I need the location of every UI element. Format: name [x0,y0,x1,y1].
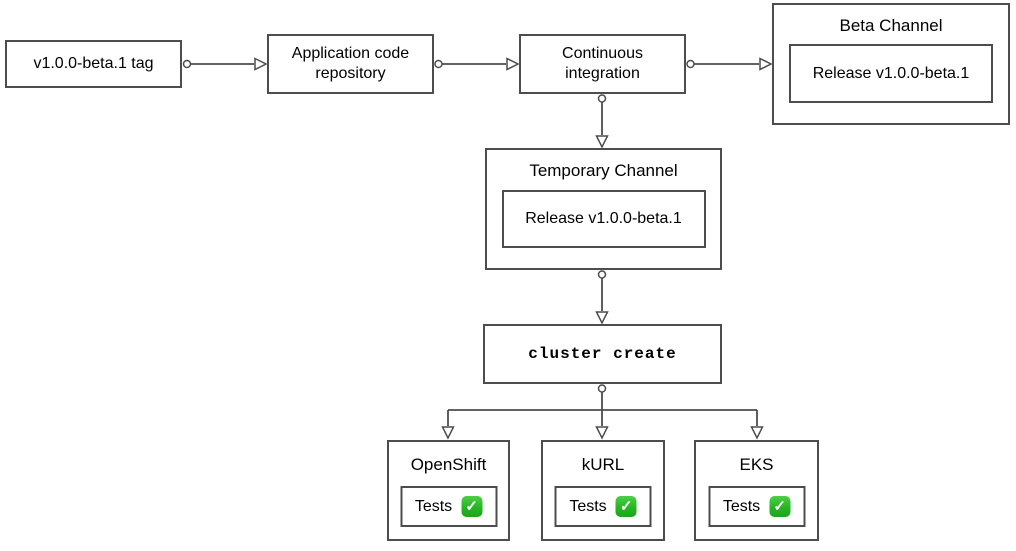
node-kurl: kURL Tests ✓ [541,440,665,541]
temporary-release-label: Release v1.0.0-beta.1 [525,210,682,227]
version-tag-label: v1.0.0-beta.1 tag [33,55,154,72]
node-openshift: OpenShift Tests ✓ [387,440,510,541]
connector-dot [597,94,607,103]
check-mark-icon: ✓ [615,496,637,517]
check-glyph: ✓ [773,498,786,515]
node-eks: EKS Tests ✓ [694,440,819,541]
check-mark-icon: ✓ [769,496,791,517]
openshift-tests-box: Tests ✓ [400,486,497,527]
node-version-tag: v1.0.0-beta.1 tag [5,40,182,88]
node-beta-channel: Beta Channel Release v1.0.0-beta.1 [772,3,1010,125]
node-cluster-create: cluster create [483,324,722,384]
kurl-tests-label: Tests [569,497,607,515]
beta-release-box: Release v1.0.0-beta.1 [789,44,993,103]
connector-dot [182,59,192,69]
arrowhead-icon [506,57,520,71]
node-continuous-integration: Continuous integration [519,34,686,94]
node-temporary-channel: Temporary Channel Release v1.0.0-beta.1 [485,148,722,270]
connector-dot [434,59,443,69]
arrowhead-icon [595,311,609,325]
connector-dot [597,384,607,393]
openshift-tests-label: Tests [414,497,453,515]
arrowhead-icon [254,57,268,71]
connector-dot [686,59,695,69]
arrowhead-icon [750,426,764,440]
beta-release-label: Release v1.0.0-beta.1 [812,64,970,82]
openshift-title: OpenShift [410,455,487,474]
cluster-create-label: cluster create [528,345,677,363]
eks-tests-label: Tests [722,497,761,515]
check-glyph: ✓ [465,498,478,515]
kurl-title: kURL [581,455,625,474]
check-glyph: ✓ [619,498,633,515]
arrowhead-icon [759,57,773,71]
arrowhead-icon [595,426,609,440]
ci-label: Continuous integration [562,45,643,82]
temporary-release-box: Release v1.0.0-beta.1 [501,190,706,248]
kurl-tests-box: Tests ✓ [554,486,652,527]
beta-channel-title: Beta Channel [839,16,943,35]
eks-tests-box: Tests ✓ [708,486,805,527]
eks-title: EKS [739,455,774,474]
node-app-code-repository: Application code repository [267,34,434,94]
arrowhead-icon [595,135,609,149]
app-repo-label: Application code repository [291,45,410,82]
arrowhead-icon [441,426,455,440]
connector-dot [597,270,607,279]
check-mark-icon: ✓ [461,496,483,517]
temporary-channel-title: Temporary Channel [529,161,678,180]
